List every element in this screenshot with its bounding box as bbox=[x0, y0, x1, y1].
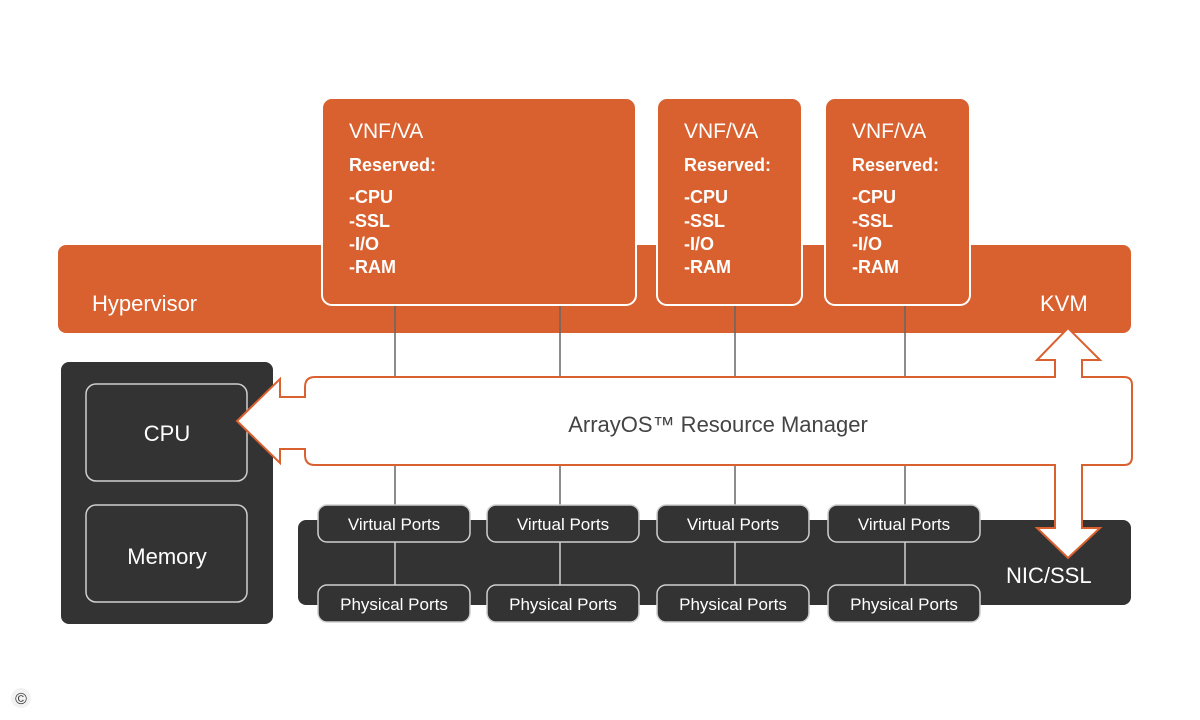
vnf-box: VNF/VA Reserved: -CPU -SSL -I/O -RAM bbox=[321, 97, 637, 306]
memory-box bbox=[85, 504, 248, 603]
resource-manager-arrow-shape bbox=[235, 326, 1133, 560]
vnf-title: VNF/VA bbox=[852, 120, 926, 143]
virtual-port-label: Virtual Ports bbox=[858, 515, 950, 534]
resource-manager: ArrayOS™ Resource Manager bbox=[235, 326, 1133, 560]
virtual-port: Virtual Ports bbox=[827, 504, 981, 543]
virtual-port: Virtual Ports bbox=[317, 504, 471, 543]
vnf-item: -SSL bbox=[684, 211, 725, 231]
port-connectors bbox=[394, 465, 906, 505]
physical-port: Physical Ports bbox=[827, 584, 981, 623]
copyright-icon: © bbox=[15, 691, 27, 708]
physical-port-label: Physical Ports bbox=[679, 595, 787, 614]
vnf-item: -RAM bbox=[684, 257, 731, 277]
vnf-item: -CPU bbox=[852, 187, 896, 207]
vnf-title: VNF/VA bbox=[349, 120, 423, 143]
virtual-port-label: Virtual Ports bbox=[517, 515, 609, 534]
virtual-port-label: Virtual Ports bbox=[348, 515, 440, 534]
vnf-title: VNF/VA bbox=[684, 120, 758, 143]
virtual-port: Virtual Ports bbox=[486, 504, 640, 543]
physical-port: Physical Ports bbox=[317, 584, 471, 623]
copyright-mark: © bbox=[11, 688, 31, 708]
virtual-port: Virtual Ports bbox=[656, 504, 810, 543]
cpu-box bbox=[85, 383, 248, 482]
vnf-item: -RAM bbox=[349, 257, 396, 277]
vnf-item: -I/O bbox=[852, 234, 882, 254]
virtual-port-label: Virtual Ports bbox=[687, 515, 779, 534]
vnf-item: -CPU bbox=[349, 187, 393, 207]
hypervisor-label: Hypervisor bbox=[92, 291, 197, 316]
vnf-reserved-label: Reserved: bbox=[684, 155, 771, 175]
vnf-item: -I/O bbox=[349, 234, 379, 254]
vnf-box: VNF/VA Reserved: -CPU -SSL -I/O -RAM bbox=[656, 97, 803, 306]
physical-port-label: Physical Ports bbox=[509, 595, 617, 614]
vnf-item: -CPU bbox=[684, 187, 728, 207]
vnf-reserved-label: Reserved: bbox=[852, 155, 939, 175]
cpu-label: CPU bbox=[144, 421, 190, 446]
vnf-item: -RAM bbox=[852, 257, 899, 277]
physical-port: Physical Ports bbox=[656, 584, 810, 623]
vnf-reserved-label: Reserved: bbox=[349, 155, 436, 175]
vnf-item: -I/O bbox=[684, 234, 714, 254]
kvm-label: KVM bbox=[1040, 291, 1088, 316]
resource-manager-label: ArrayOS™ Resource Manager bbox=[568, 412, 868, 437]
vnf-item: -SSL bbox=[852, 211, 893, 231]
physical-port: Physical Ports bbox=[486, 584, 640, 623]
physical-port-label: Physical Ports bbox=[340, 595, 448, 614]
memory-label: Memory bbox=[127, 544, 206, 569]
vnf-box: VNF/VA Reserved: -CPU -SSL -I/O -RAM bbox=[824, 97, 971, 306]
nic-ssl-label: NIC/SSL bbox=[1006, 563, 1092, 588]
virtual-to-physical-connectors bbox=[394, 542, 906, 585]
vnf-item: -SSL bbox=[349, 211, 390, 231]
host-resources-panel: CPU Memory bbox=[61, 362, 273, 624]
vnf-connectors bbox=[394, 305, 906, 377]
physical-port-label: Physical Ports bbox=[850, 595, 958, 614]
